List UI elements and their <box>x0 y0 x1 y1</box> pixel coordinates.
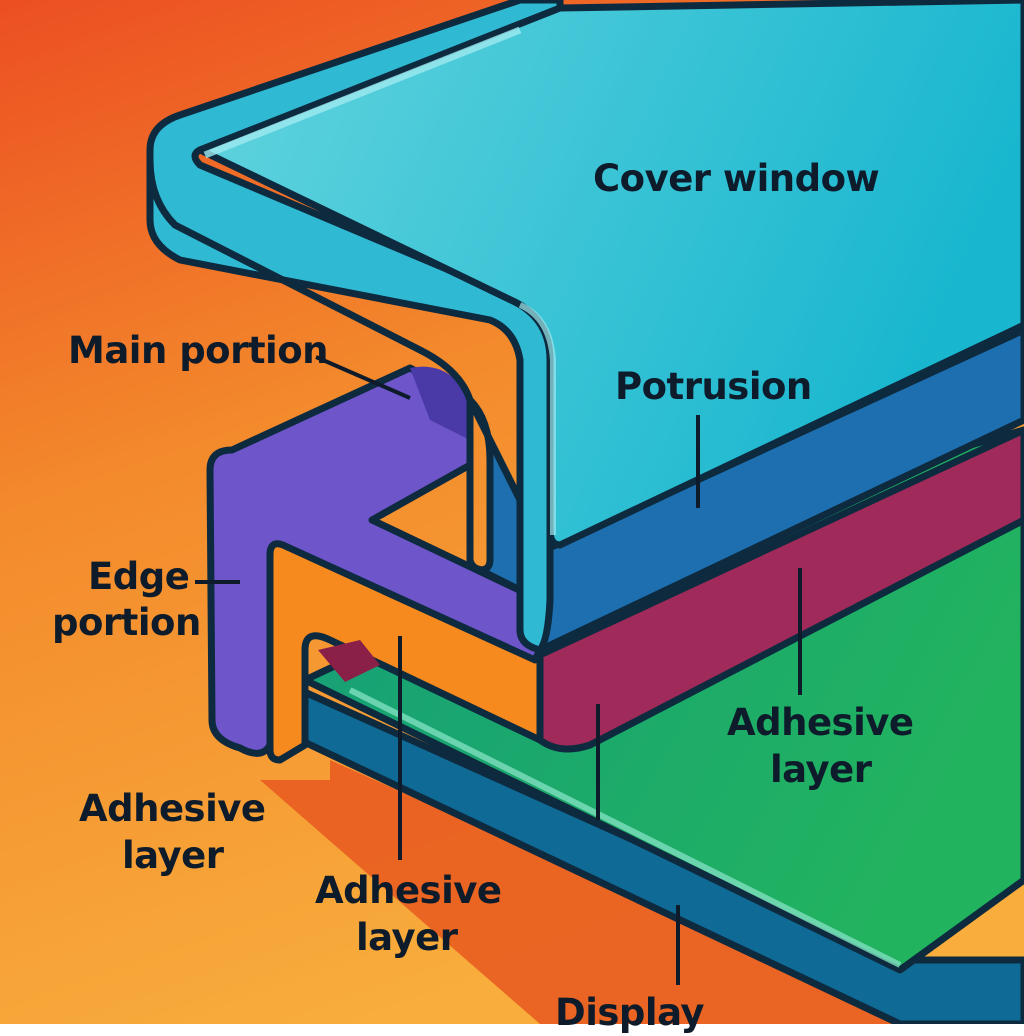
cover-window-label: Cover window <box>593 157 880 200</box>
edge-portion-purple <box>206 364 544 757</box>
edge-portion-label-line1: Edge <box>88 555 190 598</box>
display-highlight <box>348 687 902 968</box>
main-portion-label: Main portion <box>68 329 328 372</box>
protrusion-label: Potrusion <box>615 365 812 408</box>
adhesive-center-label-line1: Adhesive <box>315 869 502 912</box>
adhesive-magenta-face <box>536 426 1024 753</box>
adhesive-right-label-line1: Adhesive <box>727 701 914 744</box>
adhesive-left-label-line2: layer <box>122 834 224 877</box>
main-portion-dark <box>410 366 470 440</box>
display-label: Display <box>555 991 705 1034</box>
cover-window-inner-highlight <box>518 302 556 535</box>
cover-window-hook <box>146 159 486 574</box>
cover-window-highlight <box>203 26 522 159</box>
adhesive-notch <box>318 640 380 682</box>
adhesive-right-label-line2: layer <box>770 748 872 791</box>
adhesive-center-label-line2: layer <box>356 916 458 959</box>
leader-main-portion <box>315 355 411 400</box>
edge-portion-label-line2: portion <box>52 601 201 644</box>
adhesive-left-label-line1: Adhesive <box>79 787 266 830</box>
